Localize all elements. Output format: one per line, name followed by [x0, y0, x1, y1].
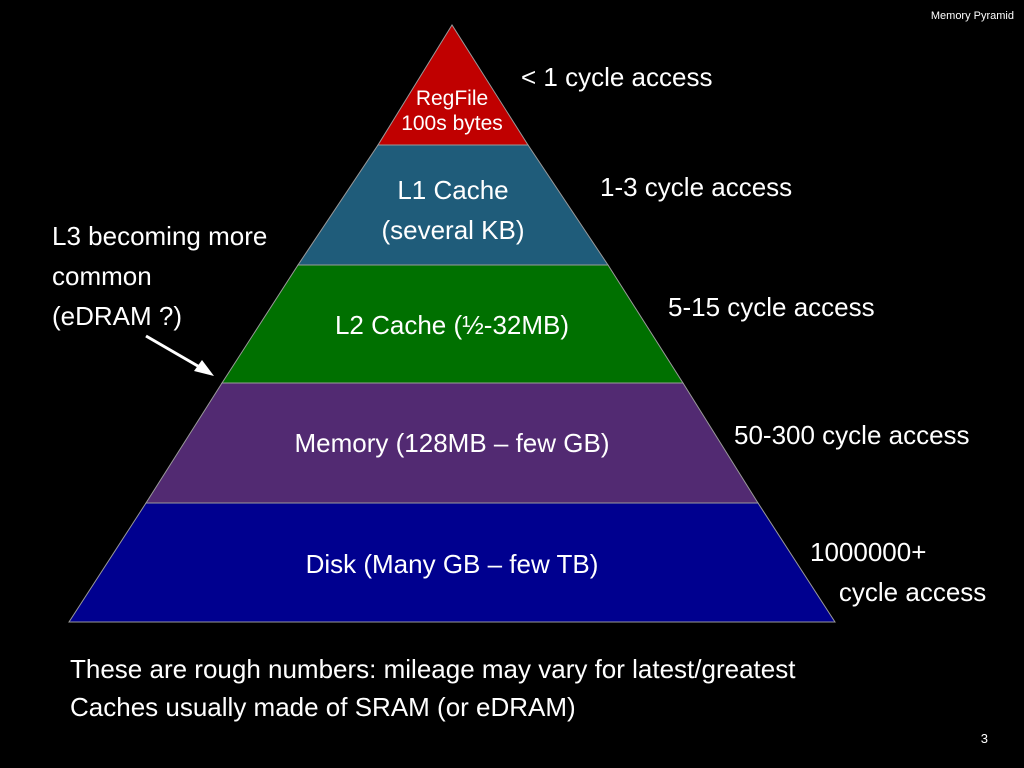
footer-notes: These are rough numbers: mileage may var…	[70, 650, 795, 726]
regfile-access-label: < 1 cycle access	[521, 62, 713, 92]
memory-access-label: 50-300 cycle access	[734, 420, 970, 450]
tier-l1-cache-label: L1 Cache (several KB)	[381, 175, 525, 245]
l3-annotation-line-2: common	[52, 261, 152, 291]
tier-regfile-label: RegFile 100s bytes	[401, 87, 503, 136]
slide-header: Memory Pyramid	[930, 10, 1014, 22]
footer-line-1: These are rough numbers: mileage may var…	[70, 654, 796, 684]
l3-annotation-line-3: (eDRAM ?)	[52, 301, 183, 331]
disk-access-label: 1000000+ cycle access	[810, 537, 987, 607]
l2-access-label: 5-15 cycle access	[668, 292, 875, 322]
tier-memory-label: Memory (128MB – few GB)	[294, 428, 610, 458]
l1-access-label: 1-3 cycle access	[600, 172, 793, 202]
page-number: 3	[980, 731, 988, 746]
tier-disk	[68, 502, 836, 623]
footer-line-2: Caches usually made of SRAM (or eDRAM)	[70, 692, 576, 722]
l3-arrow	[145, 334, 204, 371]
l3-annotation: L3 becoming more common (eDRAM ?)	[52, 216, 267, 336]
l3-arrowhead	[194, 360, 214, 376]
tier-l2-cache-label: L2 Cache (½-32MB)	[334, 310, 570, 340]
l3-annotation-line-1: L3 becoming more	[52, 221, 268, 251]
tier-disk-label: Disk (Many GB – few TB)	[305, 549, 599, 579]
